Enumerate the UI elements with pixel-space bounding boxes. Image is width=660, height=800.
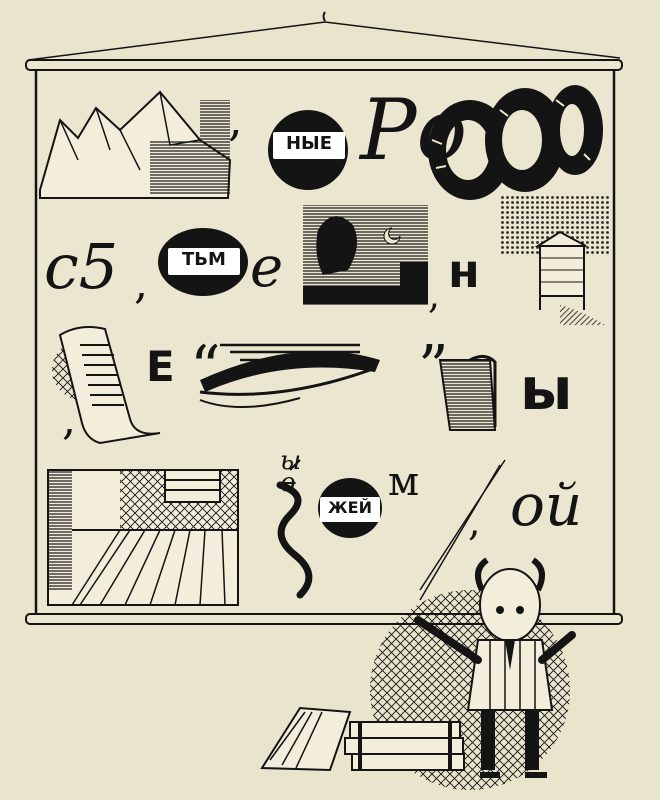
- row2-letter-e: е: [250, 235, 284, 300]
- mountain-icon: [39, 90, 232, 199]
- row4-letter-m: м: [388, 459, 420, 505]
- hanger: [27, 11, 621, 61]
- row1-script-r: Ро: [360, 81, 468, 179]
- row2-letter-n: н: [448, 244, 480, 298]
- feather-icon: [199, 343, 380, 409]
- row4-script-roy: ой: [510, 471, 583, 539]
- row4-small-y: ы: [280, 446, 302, 476]
- row4-comma: ,: [468, 499, 481, 545]
- inner-word-3: ЖЕЙ: [320, 497, 380, 522]
- professor-figure: [370, 557, 576, 790]
- inner-word-2: ТЬМ: [168, 248, 240, 275]
- snake-icon: [276, 459, 313, 599]
- row1-comma: ,: [228, 92, 243, 146]
- row4-small-o: о: [280, 468, 296, 498]
- row2-comma: ,: [134, 258, 148, 309]
- room-icon: [47, 469, 239, 606]
- night-landscape-icon: [303, 205, 428, 305]
- row3-quote-close: ”: [418, 333, 449, 403]
- pointer-stick: [419, 459, 506, 601]
- fabric-icon: [438, 355, 497, 431]
- beehive-icon: [500, 195, 610, 325]
- row2-comma-2: ,: [428, 273, 441, 317]
- row3-comma: ,: [62, 394, 76, 445]
- row3-quote-open: “: [190, 333, 221, 403]
- row2-c5: с5: [44, 230, 119, 303]
- row3-letter-y: ы: [520, 355, 573, 423]
- books-icon: [260, 706, 465, 772]
- scroll-icon: [52, 326, 161, 445]
- row3-letter-e: Е: [146, 342, 175, 391]
- tires-icon: [428, 85, 603, 200]
- inner-word-1: НЫЕ: [273, 132, 345, 159]
